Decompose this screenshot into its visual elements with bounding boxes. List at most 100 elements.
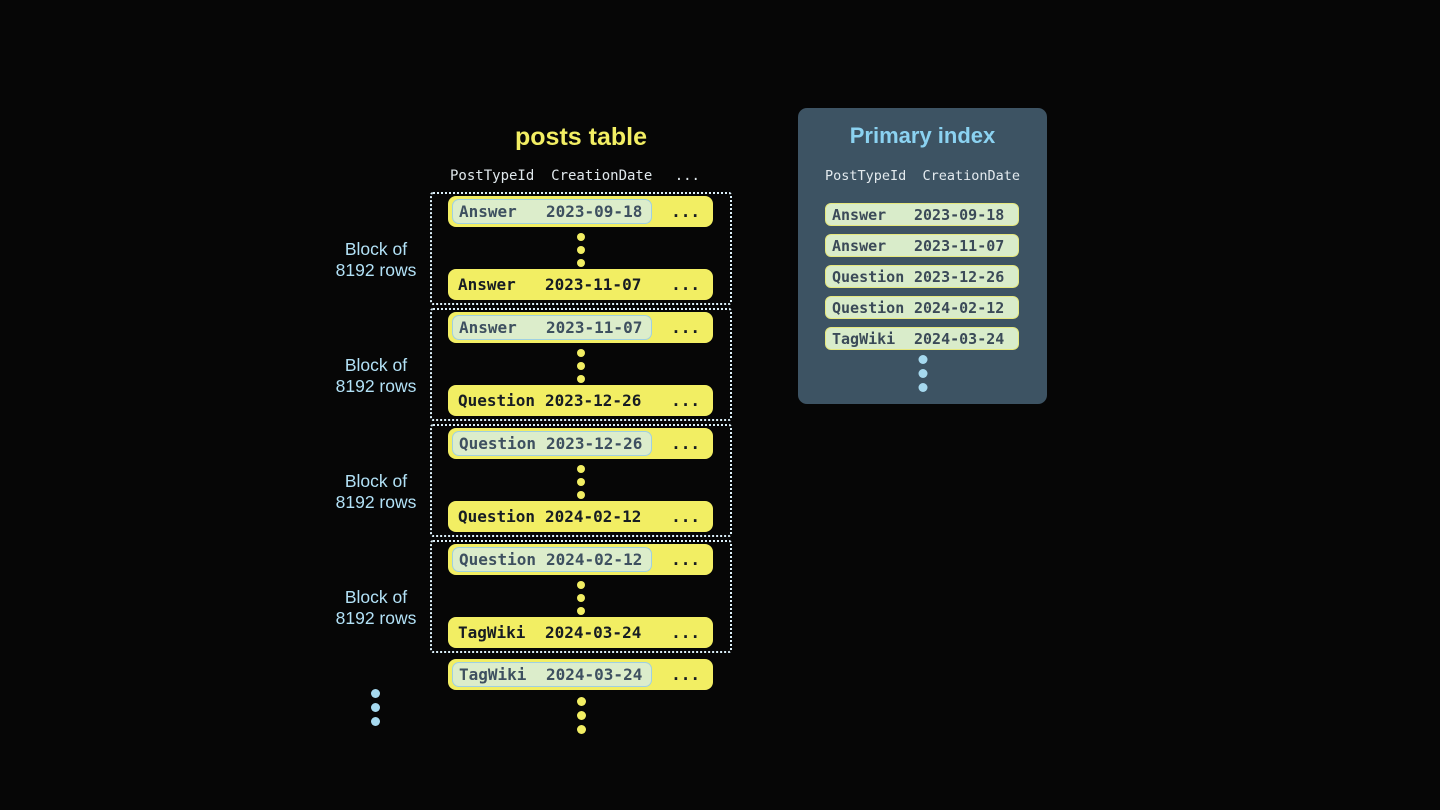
dot — [577, 233, 585, 241]
creation-date-cell: 2024-02-12 — [545, 507, 642, 526]
index-entry-highlight: TagWiki 2024-03-24 — [452, 662, 652, 687]
block-size-label-line1: Block of — [344, 587, 408, 607]
dot — [577, 349, 585, 357]
creation-date-cell: 2024-03-24 — [545, 623, 642, 642]
dot — [577, 259, 585, 267]
index-row: Answer 2023-11-07 — [825, 234, 1019, 257]
block-size-label-line2: 8192 rows — [335, 608, 417, 628]
index-entry-highlight: Answer 2023-11-07 — [452, 315, 652, 340]
dot — [577, 246, 585, 254]
more-columns-ellipsis: ... — [671, 202, 700, 221]
row-ellipsis-dots-icon — [577, 465, 585, 499]
row-ellipsis-dots-icon — [577, 233, 585, 267]
index-row: Question 2023-12-26 — [825, 265, 1019, 288]
table-block-3: Question 2023-12-26 ... Question 2024-02… — [430, 424, 732, 537]
index-row: Answer 2023-09-18 — [825, 203, 1019, 226]
table-block-4: Question 2024-02-12 ... TagWiki 2024-03-… — [430, 540, 732, 653]
posts-table-title: posts table — [515, 123, 647, 151]
table-row-last: Answer 2023-11-07 ... — [448, 269, 713, 300]
table-row-first: Answer 2023-09-18 ... — [448, 196, 713, 227]
table-block-1: Answer 2023-09-18 ... Answer 2023-11-07 … — [430, 192, 732, 305]
dot — [918, 355, 927, 364]
more-columns-ellipsis: ... — [671, 665, 700, 684]
block-size-label: Block of 8192 rows — [306, 239, 446, 281]
block-size-label: Block of 8192 rows — [306, 355, 446, 397]
index-entry-highlight: Question 2024-02-12 — [452, 547, 652, 572]
creation-date-cell: 2023-12-26 — [914, 267, 1005, 286]
table-row-last: Question 2024-02-12 ... — [448, 501, 713, 532]
block-size-label-line1: Block of — [344, 239, 408, 259]
dot — [577, 581, 585, 589]
creation-date-cell: 2024-02-12 — [546, 550, 643, 569]
creation-date-cell: 2024-03-24 — [914, 329, 1005, 348]
index-entry-highlight: Answer 2023-09-18 — [452, 199, 652, 224]
index-entry-highlight: Question 2023-12-26 — [452, 431, 652, 456]
post-type-cell: TagWiki — [459, 665, 527, 684]
dot — [577, 465, 585, 473]
post-type-cell: Question — [459, 550, 537, 569]
creation-date-cell: 2023-12-26 — [545, 391, 642, 410]
table-block-2: Answer 2023-11-07 ... Question 2023-12-2… — [430, 308, 732, 421]
table-row-last: TagWiki 2024-03-24 ... — [448, 617, 713, 648]
post-type-cell: Question — [832, 267, 905, 286]
creation-date-cell: 2024-03-24 — [546, 665, 643, 684]
row-values: Question 2024-02-12 — [448, 507, 641, 526]
creation-date-cell: 2023-11-07 — [546, 318, 643, 337]
more-columns-ellipsis: ... — [674, 168, 700, 184]
dot — [918, 369, 927, 378]
row-values: TagWiki 2024-03-24 — [448, 623, 641, 642]
more-blocks-dots-icon — [371, 689, 380, 726]
table-row-first: Question 2023-12-26 ... — [448, 428, 713, 459]
post-type-cell: TagWiki — [458, 623, 526, 642]
primary-index-title: Primary index — [849, 123, 996, 148]
column-headers-label: PostTypeId CreationDate — [450, 168, 653, 184]
creation-date-cell: 2023-11-07 — [545, 275, 642, 294]
more-columns-ellipsis: ... — [671, 391, 700, 410]
post-type-cell: Question — [458, 507, 536, 526]
table-row-first: Answer 2023-11-07 ... — [448, 312, 713, 343]
post-type-cell: Question — [459, 434, 537, 453]
block-size-label-line2: 8192 rows — [335, 492, 417, 512]
dot — [577, 697, 586, 706]
post-type-cell: Question — [458, 391, 536, 410]
dot — [371, 703, 380, 712]
post-type-cell: Answer — [458, 275, 516, 294]
dot — [577, 362, 585, 370]
row-ellipsis-dots-icon — [577, 581, 585, 615]
row-values: Answer 2023-11-07 — [448, 275, 641, 294]
dot — [577, 491, 585, 499]
more-columns-ellipsis: ... — [671, 623, 700, 642]
dot — [577, 594, 585, 602]
dot — [577, 607, 585, 615]
posts-table-column-headers: PostTypeId CreationDate ... — [448, 168, 713, 184]
post-type-cell: Answer — [832, 205, 887, 224]
block-size-label-line1: Block of — [344, 355, 408, 375]
more-columns-ellipsis: ... — [671, 318, 700, 337]
creation-date-cell: 2024-02-12 — [914, 298, 1005, 317]
block-size-label-line1: Block of — [344, 471, 408, 491]
more-rows-dots-icon — [577, 697, 586, 734]
dot — [577, 375, 585, 383]
post-type-cell: Answer — [832, 236, 887, 255]
creation-date-cell: 2023-09-18 — [546, 202, 643, 221]
table-row-overflow: TagWiki 2024-03-24 ... — [448, 659, 713, 690]
post-type-cell: Question — [832, 298, 905, 317]
block-size-label: Block of 8192 rows — [306, 587, 446, 629]
dot — [577, 711, 586, 720]
more-entries-dots-icon — [918, 355, 927, 392]
more-columns-ellipsis: ... — [671, 507, 700, 526]
post-type-cell: Answer — [459, 202, 517, 221]
post-type-cell: Answer — [459, 318, 517, 337]
primary-index-panel: Primary index PostTypeId CreationDate An… — [798, 108, 1047, 404]
row-values: Question 2023-12-26 — [448, 391, 641, 410]
post-type-cell: TagWiki — [832, 329, 896, 348]
dot — [371, 717, 380, 726]
more-columns-ellipsis: ... — [671, 434, 700, 453]
creation-date-cell: 2023-09-18 — [914, 205, 1005, 224]
dot — [918, 383, 927, 392]
primary-index-column-headers: PostTypeId CreationDate — [824, 168, 1021, 184]
table-row-first: Question 2024-02-12 ... — [448, 544, 713, 575]
block-size-label-line2: 8192 rows — [335, 376, 417, 396]
index-row: TagWiki 2024-03-24 — [825, 327, 1019, 350]
